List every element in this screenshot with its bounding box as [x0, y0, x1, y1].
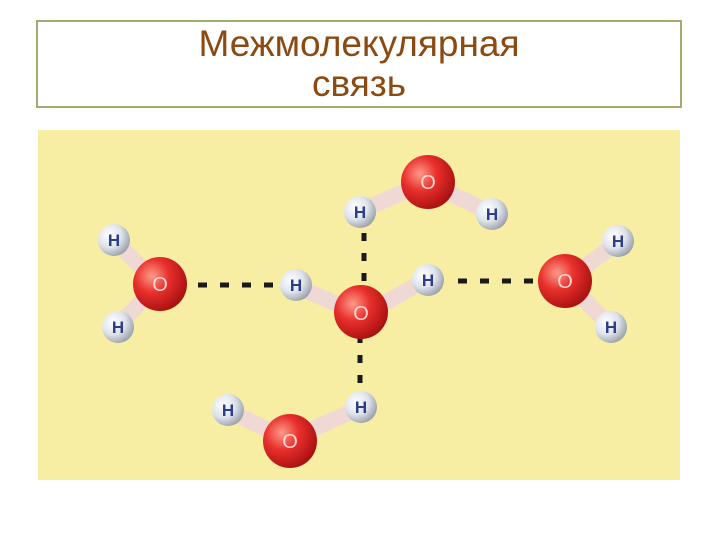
title-box: Межмолекулярная связь: [36, 20, 682, 108]
water-molecule-bottom: O H H: [212, 391, 377, 468]
water-molecule-center: O H H: [280, 264, 444, 339]
hydrogen-atom: [595, 311, 627, 343]
hydrogen-atom: [102, 311, 134, 343]
water-molecule-right: O H H: [538, 225, 634, 343]
svg-text:H: H: [108, 231, 120, 250]
hydrogen-atom: [280, 269, 312, 301]
hydrogen-atom: [345, 391, 377, 423]
svg-text:H: H: [486, 205, 498, 224]
diagram-svg: O H H O H H O H H O H: [98, 155, 634, 468]
hydrogen-atom: [476, 198, 508, 230]
svg-text:H: H: [290, 276, 302, 295]
svg-text:H: H: [605, 318, 617, 337]
slide-title-line-2: связь: [311, 63, 407, 104]
oxygen-atom: [334, 285, 388, 339]
oxygen-atom: [538, 254, 592, 308]
slide-title-line-1: Межмолекулярная: [198, 23, 520, 64]
hydrogen-bond-diagram: O H H O H H O H H O H: [38, 130, 680, 480]
hydrogen-atom: [212, 394, 244, 426]
hydrogen-atom: [602, 225, 634, 257]
hydrogen-atom: [344, 196, 376, 228]
svg-text:O: O: [282, 431, 298, 453]
svg-text:H: H: [422, 271, 434, 290]
svg-text:O: O: [557, 271, 573, 293]
svg-text:H: H: [112, 318, 124, 337]
oxygen-atom: [401, 155, 455, 209]
svg-text:O: O: [353, 303, 369, 325]
water-molecule-top: O H H: [344, 155, 508, 230]
hydrogen-atom: [412, 264, 444, 296]
oxygen-atom: [263, 414, 317, 468]
hydrogen-bonds: [198, 233, 538, 392]
svg-text:H: H: [354, 203, 366, 222]
svg-text:H: H: [612, 232, 624, 251]
oxygen-atom: [133, 257, 187, 311]
svg-text:O: O: [152, 274, 168, 296]
svg-text:O: O: [420, 172, 436, 194]
hydrogen-atom: [98, 224, 130, 256]
svg-text:H: H: [355, 398, 367, 417]
water-molecule-left: O H H: [98, 224, 187, 343]
svg-text:H: H: [222, 401, 234, 420]
